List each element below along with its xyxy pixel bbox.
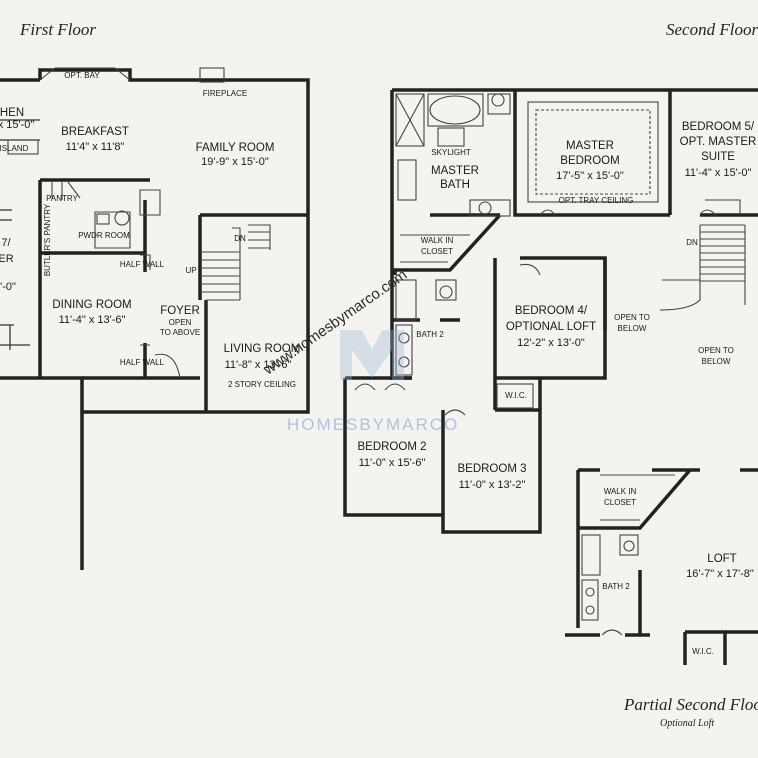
first-floor-title: First Floor [19, 20, 96, 39]
half-wall-label: HALF WALL [120, 260, 165, 269]
foyer-note: OPEN [169, 318, 192, 327]
bedroom3-dim: 11'-0" x 13'-2" [459, 479, 526, 491]
walk-in-closet-label: WALK IN [604, 487, 637, 496]
breakfast-dim: 11'4" x 11'8" [66, 141, 125, 153]
family-room-dim: 19'-9" x 15'-0" [201, 156, 269, 168]
bedroom4-dim: 12'-2" x 13'-0" [517, 337, 585, 349]
living-room-name: LIVING ROOM [224, 343, 301, 355]
stairs-up-label: UP [185, 266, 196, 275]
butlers-pantry-label: BUTLER'S PANTRY [43, 203, 52, 276]
open-to-below-label: BELOW [702, 357, 731, 366]
master-bedroom-name: MASTER [566, 140, 614, 152]
watermark: HOMESBYMARCO www.homesbymarco.com [260, 266, 459, 434]
foyer-note: TO ABOVE [160, 328, 200, 337]
bedroom3-name: BEDROOM 3 [457, 463, 526, 475]
tray-ceiling-label: OPT. TRAY CEILING [559, 196, 634, 205]
walk-in-closet-label: WALK IN [421, 236, 454, 245]
watermark-logo-text: HOMESBYMARCO [287, 415, 459, 434]
living-room-dim: 11'-8" x 13'-6" [225, 359, 292, 371]
walk-in-closet-label: CLOSET [604, 498, 636, 507]
partial-floor-labels: WALK IN CLOSET BATH 2 LOFT 16'-7" x 17'-… [602, 487, 754, 656]
partial-floor-fixtures [581, 474, 675, 636]
bedroom2-name: BEDROOM 2 [357, 441, 426, 453]
skylight-label: SKYLIGHT [431, 148, 471, 157]
dining-room-name: DINING ROOM [52, 299, 131, 311]
second-floor-fixtures [354, 93, 746, 416]
watermark-url: www.homesbymarco.com [260, 266, 411, 379]
pantry-label: PANTRY [46, 194, 78, 203]
half-wall-label: HALF WALL [120, 358, 165, 367]
master-bedroom-name: BEDROOM [560, 155, 619, 167]
breakfast-name: BREAKFAST [61, 126, 129, 138]
master-bath-name: MASTER [431, 165, 479, 177]
stairs-down-label: DN [686, 238, 698, 247]
bedroom5-name: BEDROOM 5/ [682, 121, 755, 133]
island-label: ISLAND [0, 144, 29, 153]
first-floor-labels: HEN x 15'-0" ISLAND OPT. BAY FIREPLACE B… [0, 71, 300, 389]
fireplace-label: FIREPLACE [203, 89, 247, 98]
second-floor-labels: SKYLIGHT MASTER BATH WALK IN CLOSET MAST… [357, 121, 756, 491]
loft-dim: 16'-7" x 17'-8" [686, 568, 754, 580]
dining-room-dim: 11'-4" x 13'-6" [59, 314, 126, 326]
stairs-down-label: DN [234, 234, 246, 243]
bath2-label: BATH 2 [416, 330, 444, 339]
optional-loft-subtitle: Optional Loft [660, 718, 714, 729]
bedroom4-name: BEDROOM 4/ [515, 305, 588, 317]
first-floor-fixtures [7, 67, 271, 379]
opt-bay-label: OPT. BAY [64, 71, 100, 80]
bedroom2-dim: 11'-0" x 15'-6" [359, 457, 426, 469]
second-floor-title: Second Floor [666, 20, 758, 39]
first-floor-walls [0, 68, 310, 570]
wic-label: W.I.C. [505, 391, 527, 400]
left-room-dim: '-0" [0, 281, 16, 293]
left-room-label: ER [0, 253, 14, 265]
open-to-below-label: OPEN TO [614, 313, 650, 322]
bedroom5-name: OPT. MASTER [680, 136, 757, 148]
master-bedroom-dim: 17'-5" x 15'-0" [556, 170, 624, 182]
partial-floor-walls [565, 468, 758, 665]
second-floor-walls [343, 88, 758, 534]
bath2-label: BATH 2 [602, 582, 630, 591]
walk-in-closet-label: CLOSET [421, 247, 453, 256]
living-room-note: 2 STORY CEILING [228, 380, 296, 389]
logo-mark-icon [340, 330, 404, 380]
left-room-label: 7/ [1, 237, 11, 249]
foyer-name: FOYER [160, 305, 200, 317]
open-to-below-label: BELOW [618, 324, 647, 333]
kitchen-dim: x 15'-0" [0, 119, 34, 131]
powder-room-label: PWDR ROOM [78, 231, 130, 240]
partial-second-floor-title: Partial Second Floor [623, 695, 758, 714]
bedroom5-name: SUITE [701, 151, 735, 163]
wic-label: W.I.C. [692, 647, 714, 656]
master-bath-name: BATH [440, 179, 470, 191]
open-to-below-label: OPEN TO [698, 346, 734, 355]
family-room-name: FAMILY ROOM [196, 142, 275, 154]
bedroom4-name: OPTIONAL LOFT [506, 321, 596, 333]
loft-name: LOFT [707, 553, 736, 565]
bedroom5-dim: 11'-4" x 15'-0" [685, 167, 752, 179]
kitchen-name: HEN [0, 107, 24, 119]
